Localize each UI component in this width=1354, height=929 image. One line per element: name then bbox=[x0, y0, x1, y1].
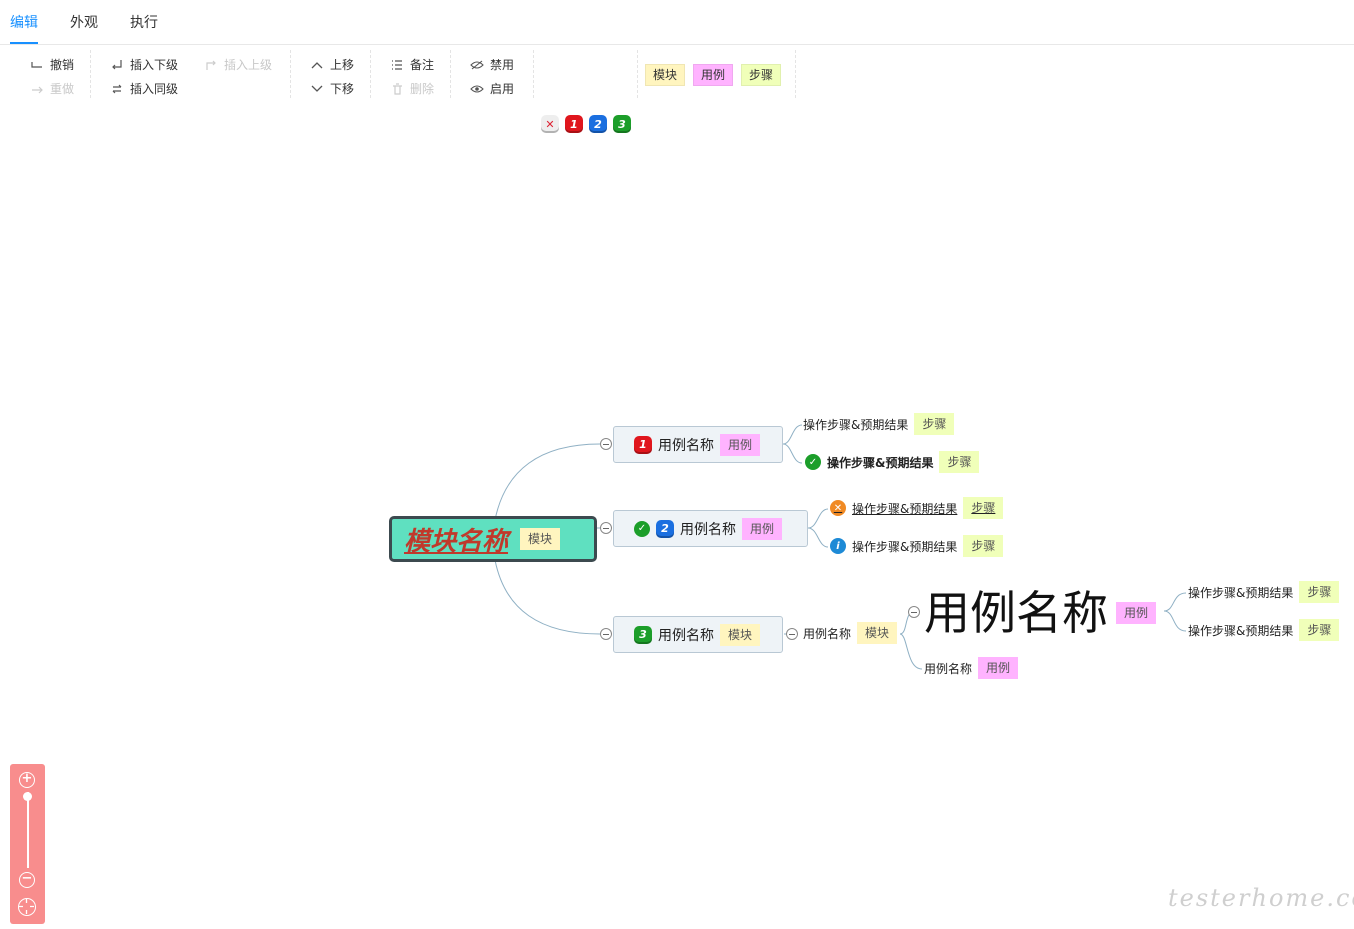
collapse-toggle[interactable] bbox=[908, 606, 920, 618]
zoom-out-icon[interactable]: − bbox=[19, 872, 35, 888]
case-tag: 用例 bbox=[1116, 602, 1157, 624]
case-tag: 模块 bbox=[720, 623, 761, 646]
collapse-toggle[interactable] bbox=[600, 438, 612, 450]
move-down-button[interactable]: 下移 bbox=[310, 80, 354, 97]
priority-group: ✕ 1 2 3 bbox=[533, 50, 638, 133]
collapse-toggle[interactable] bbox=[786, 628, 798, 640]
move-up-button[interactable]: 上移 bbox=[310, 56, 354, 73]
case-node-3[interactable]: 3 用例名称 模块 bbox=[613, 616, 783, 653]
zoom-control: + − bbox=[10, 764, 45, 924]
root-node[interactable]: 模块名称 模块 bbox=[389, 516, 597, 562]
priority-1-button[interactable]: 1 bbox=[565, 115, 583, 133]
redo-icon bbox=[30, 82, 44, 96]
chevron-down-icon bbox=[310, 82, 324, 96]
undo-icon bbox=[30, 58, 44, 72]
tag-group bbox=[637, 50, 796, 98]
eye-off-icon bbox=[470, 58, 484, 72]
large-case-node[interactable]: 用例名称 用例 bbox=[924, 586, 1157, 640]
insert-sibling-icon bbox=[110, 82, 124, 96]
priority-3-badge: 3 bbox=[634, 625, 652, 644]
tab-edit[interactable]: 编辑 bbox=[10, 15, 38, 31]
root-title: 模块名称 bbox=[404, 526, 509, 557]
collapse-toggle[interactable] bbox=[600, 628, 612, 640]
case-tag: 用例 bbox=[720, 433, 761, 456]
watermark: testerhome.com bbox=[1168, 884, 1354, 912]
step-node-info[interactable]: i 操作步骤&预期结果 步骤 bbox=[830, 535, 1004, 557]
tag-step-button[interactable]: 步骤 bbox=[741, 64, 782, 86]
small-case-node[interactable]: 用例名称 用例 bbox=[924, 657, 1019, 679]
insert-parent-icon bbox=[204, 58, 218, 72]
step-node[interactable]: 操作步骤&预期结果 步骤 bbox=[803, 413, 955, 435]
tab-bar: 编辑 外观 执行 bbox=[0, 0, 1354, 45]
sub-case-node[interactable]: 用例名称 模块 bbox=[803, 622, 898, 644]
enable-button[interactable]: 启用 bbox=[470, 80, 514, 97]
list-icon bbox=[390, 58, 404, 72]
step-node[interactable]: 操作步骤&预期结果 步骤 bbox=[1188, 619, 1340, 641]
priority-1-badge: 1 bbox=[634, 435, 652, 454]
active-tab-indicator bbox=[10, 42, 38, 44]
case-title: 用例名称 bbox=[680, 521, 736, 538]
step-node-passed[interactable]: ✓ 操作步骤&预期结果 步骤 bbox=[805, 451, 980, 473]
case-title: 用例名称 bbox=[658, 627, 714, 644]
chevron-up-icon bbox=[310, 58, 324, 72]
check-icon: ✓ bbox=[805, 454, 821, 470]
collapse-toggle[interactable] bbox=[600, 522, 612, 534]
check-icon: ✓ bbox=[634, 520, 650, 537]
case-node-2[interactable]: ✓ 2 用例名称 用例 bbox=[613, 510, 808, 547]
tag-module-button[interactable]: 模块 bbox=[645, 64, 686, 86]
insert-child-button[interactable]: 插入下级 bbox=[110, 56, 178, 73]
disable-button[interactable]: 禁用 bbox=[470, 56, 514, 73]
zoom-slider-track[interactable] bbox=[27, 792, 29, 868]
insert-group: 插入下级 插入上级 插入同级 bbox=[90, 50, 291, 98]
delete-button[interactable]: 删除 bbox=[390, 80, 434, 97]
undo-button[interactable]: 撤销 bbox=[30, 56, 74, 73]
priority-2-button[interactable]: 2 bbox=[589, 115, 607, 133]
case-tag: 用例 bbox=[742, 517, 783, 540]
step-node[interactable]: 操作步骤&预期结果 步骤 bbox=[1188, 581, 1340, 603]
zoom-slider-handle[interactable] bbox=[23, 792, 32, 801]
close-icon: ✕ bbox=[830, 500, 846, 516]
clear-priority-button[interactable]: ✕ bbox=[541, 115, 559, 133]
root-tag: 模块 bbox=[520, 528, 561, 550]
enable-group: 禁用 启用 bbox=[450, 50, 534, 98]
insert-child-icon bbox=[110, 58, 124, 72]
history-group: 撤销 重做 bbox=[20, 50, 91, 98]
tab-execute[interactable]: 执行 bbox=[130, 15, 158, 31]
eye-icon bbox=[470, 82, 484, 96]
note-button[interactable]: 备注 bbox=[390, 56, 434, 73]
case-title: 用例名称 bbox=[658, 437, 714, 454]
note-group: 备注 删除 bbox=[370, 50, 451, 98]
info-icon: i bbox=[830, 538, 846, 554]
tab-appearance[interactable]: 外观 bbox=[70, 15, 98, 31]
insert-parent-button[interactable]: 插入上级 bbox=[204, 56, 272, 73]
priority-3-button[interactable]: 3 bbox=[613, 115, 631, 133]
case-node-1[interactable]: 1 用例名称 用例 bbox=[613, 426, 783, 463]
locate-center-icon[interactable] bbox=[18, 898, 36, 916]
priority-2-badge: 2 bbox=[656, 519, 674, 538]
move-group: 上移 下移 bbox=[290, 50, 371, 98]
tag-usecase-button[interactable]: 用例 bbox=[693, 64, 734, 86]
zoom-in-icon[interactable]: + bbox=[19, 772, 35, 788]
trash-icon bbox=[390, 82, 404, 96]
large-case-title: 用例名称 bbox=[924, 586, 1108, 640]
redo-button[interactable]: 重做 bbox=[30, 80, 74, 97]
step-node-failed[interactable]: ✕ 操作步骤&预期结果 步骤 bbox=[830, 497, 1004, 519]
insert-sibling-button[interactable]: 插入同级 bbox=[110, 80, 178, 97]
